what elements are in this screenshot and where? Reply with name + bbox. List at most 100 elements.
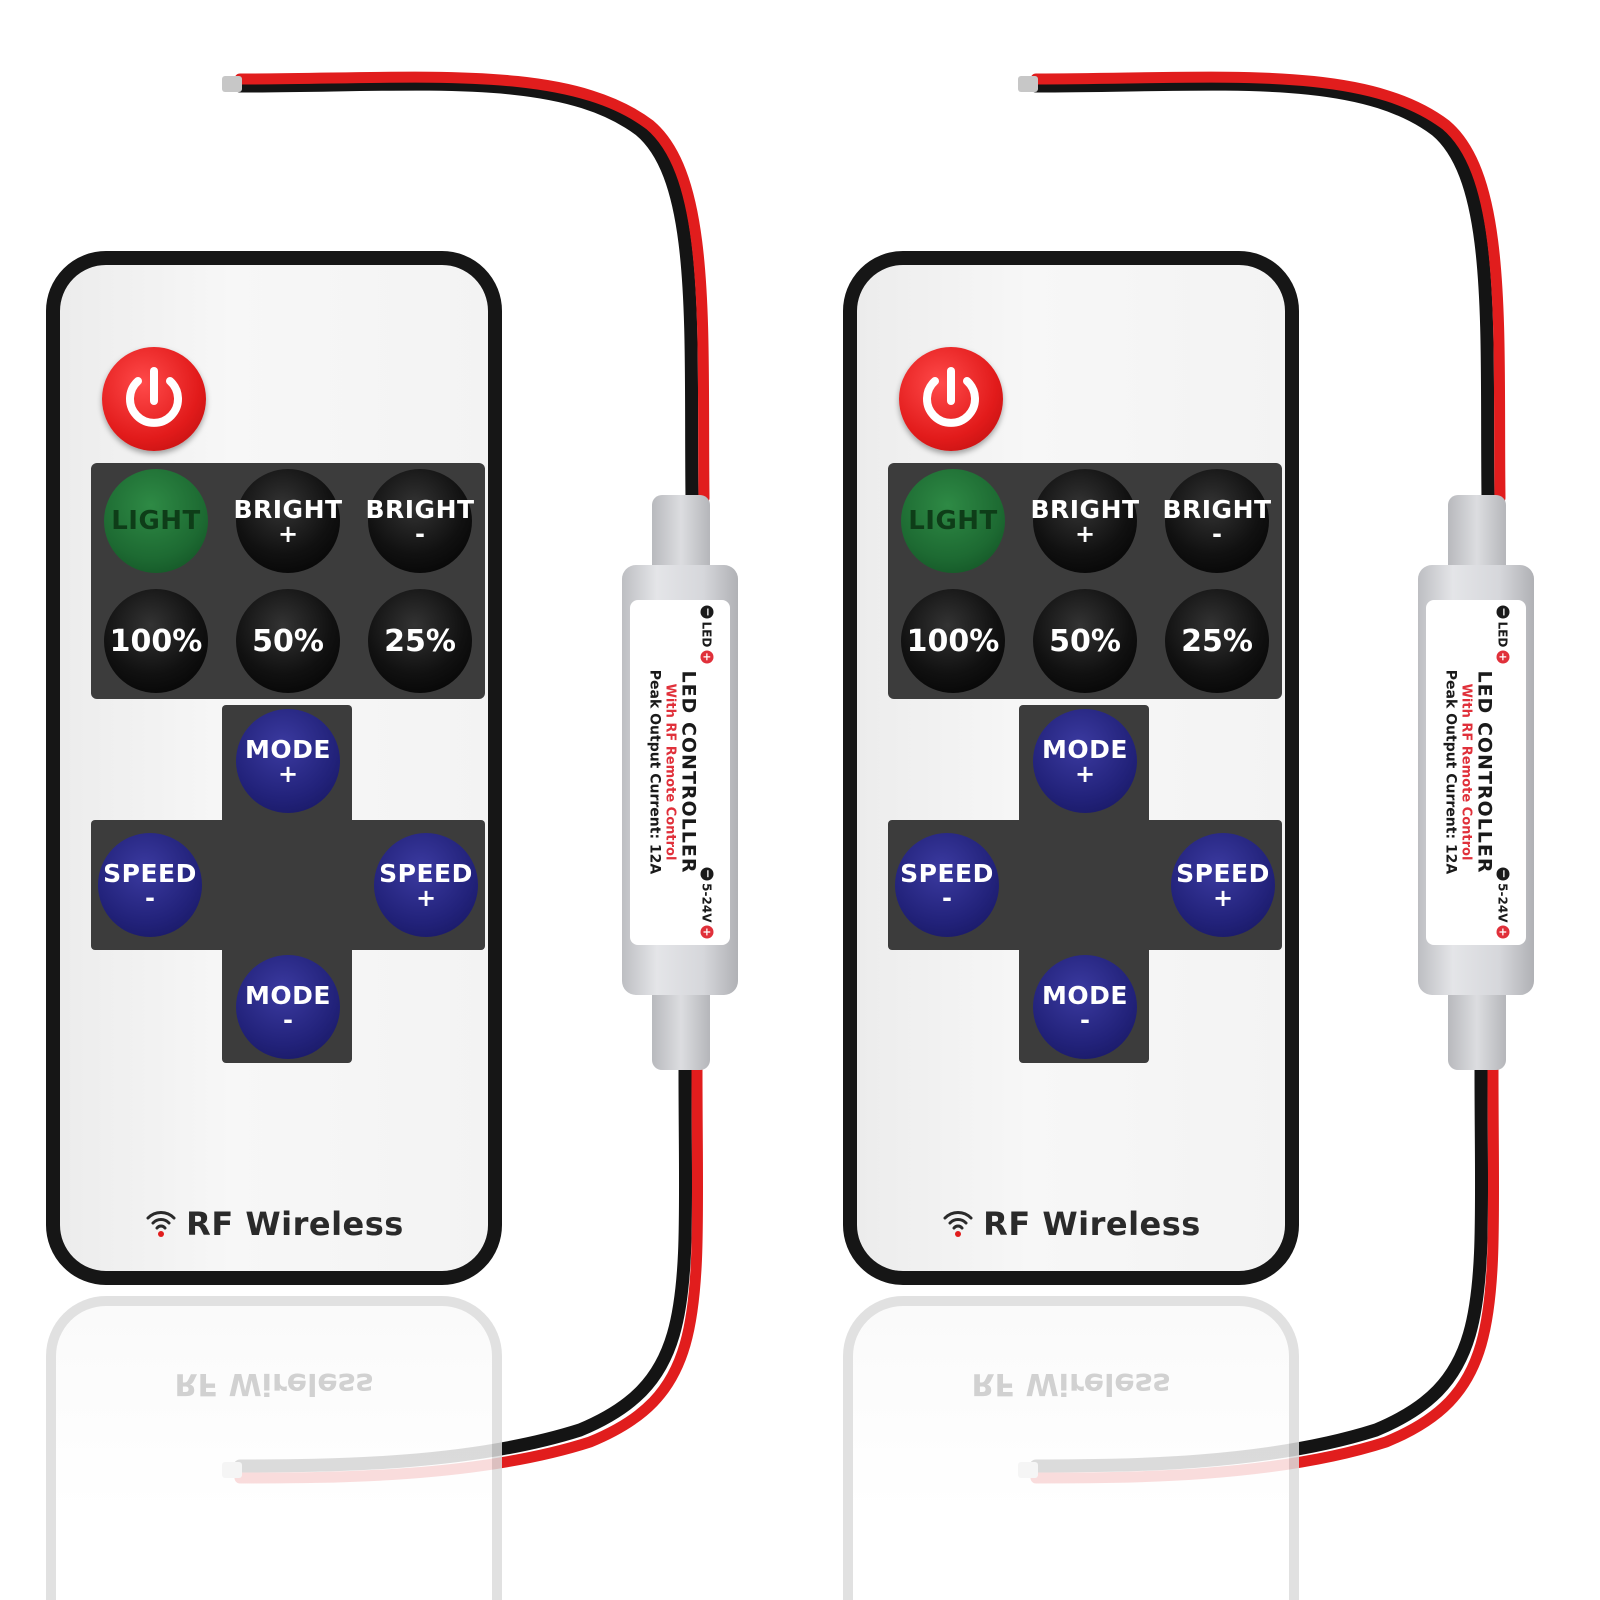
wifi-icon xyxy=(943,1211,973,1237)
output-marking: − LED + xyxy=(700,605,715,664)
power-icon xyxy=(923,367,979,427)
button-label: 100% xyxy=(109,623,203,659)
input-label: 5-24V xyxy=(700,883,714,923)
button-label: BRIGHT xyxy=(365,495,475,524)
brightness-25-button[interactable]: 25% xyxy=(368,589,472,693)
button-label: 100% xyxy=(906,623,1000,659)
light-button[interactable]: LIGHT xyxy=(104,469,208,573)
mode-plus-button[interactable]: MODE + xyxy=(1033,709,1137,813)
speed-plus-button[interactable]: SPEED + xyxy=(374,833,478,937)
button-sign: + xyxy=(277,760,299,788)
button-sign: + xyxy=(1074,760,1096,788)
button-sign: + xyxy=(1074,520,1096,548)
module-cap xyxy=(652,980,710,1070)
mode-plus-button[interactable]: MODE + xyxy=(236,709,340,813)
button-label: BRIGHT xyxy=(233,495,343,524)
wire-top-right xyxy=(1029,71,1506,505)
button-label: MODE xyxy=(245,735,331,764)
button-sign: - xyxy=(942,884,952,912)
button-label: MODE xyxy=(1042,735,1128,764)
mode-minus-button[interactable]: MODE - xyxy=(1033,955,1137,1059)
button-sign: - xyxy=(283,1006,293,1034)
button-label: 50% xyxy=(252,623,324,659)
brightness-25-button[interactable]: 25% xyxy=(1165,589,1269,693)
rf-remote: LIGHT BRIGHT + BRIGHT - 100% 50% 25% MOD… xyxy=(843,251,1299,1285)
button-sign: - xyxy=(1080,1006,1090,1034)
module-label: − LED + − 5-24V + LED CONTROLLER With RF… xyxy=(630,600,730,945)
rf-label: RF Wireless xyxy=(186,1205,404,1243)
plus-icon: + xyxy=(1496,650,1510,664)
input-marking: − 5-24V + xyxy=(700,867,715,939)
brightness-50-button[interactable]: 50% xyxy=(1033,589,1137,693)
reflection-label: RF Wireless xyxy=(174,1366,374,1401)
button-label: 25% xyxy=(1181,623,1253,659)
remote-reflection: RF Wireless xyxy=(46,1296,502,1600)
controller-spec: Peak Output Current: 12A xyxy=(1443,669,1459,875)
rf-wireless-label: RF Wireless xyxy=(60,1205,488,1243)
controller-title: LED CONTROLLER xyxy=(1474,670,1496,874)
plus-icon: + xyxy=(700,650,714,664)
button-label: 50% xyxy=(1049,623,1121,659)
controller-subtitle: With RF Remote Control xyxy=(1459,683,1474,861)
wifi-icon xyxy=(146,1211,176,1237)
minus-icon: − xyxy=(1496,605,1511,619)
button-label: SPEED xyxy=(379,859,473,888)
output-label: LED xyxy=(1496,621,1510,648)
brightness-50-button[interactable]: 50% xyxy=(236,589,340,693)
power-button[interactable] xyxy=(102,347,206,451)
button-label: SPEED xyxy=(1176,859,1270,888)
button-label: LIGHT xyxy=(908,506,998,536)
button-label: MODE xyxy=(245,981,331,1010)
speed-plus-button[interactable]: SPEED + xyxy=(1171,833,1275,937)
button-label: BRIGHT xyxy=(1162,495,1272,524)
button-sign: - xyxy=(415,520,425,548)
rf-label: RF Wireless xyxy=(983,1205,1201,1243)
controller-subtitle: With RF Remote Control xyxy=(663,683,678,861)
input-label: 5-24V xyxy=(1496,883,1510,923)
rf-remote: LIGHT BRIGHT + BRIGHT - 100% 50% 25% MOD… xyxy=(46,251,502,1285)
reflection-label: RF Wireless xyxy=(971,1366,1171,1401)
button-label: BRIGHT xyxy=(1030,495,1140,524)
rf-wireless-label: RF Wireless xyxy=(857,1205,1285,1243)
bright-minus-button[interactable]: BRIGHT - xyxy=(365,469,475,573)
brightness-100-button[interactable]: 100% xyxy=(901,589,1005,693)
button-label: SPEED xyxy=(900,859,994,888)
wire-tip xyxy=(1018,76,1038,92)
minus-icon: − xyxy=(1496,867,1511,881)
button-sign: + xyxy=(1212,884,1234,912)
bright-plus-button[interactable]: BRIGHT + xyxy=(233,469,343,573)
button-label: SPEED xyxy=(103,859,197,888)
button-sign: - xyxy=(1212,520,1222,548)
plus-icon: + xyxy=(1496,925,1510,939)
button-sign: - xyxy=(145,884,155,912)
led-controller-module: − LED + − 5-24V + LED CONTROLLER With RF… xyxy=(622,480,738,1080)
wire-tip xyxy=(222,76,242,92)
brightness-100-button[interactable]: 100% xyxy=(104,589,208,693)
button-label: 25% xyxy=(384,623,456,659)
wire-top-left xyxy=(233,71,710,505)
led-controller-module: − LED + − 5-24V + LED CONTROLLER With RF… xyxy=(1418,480,1534,1080)
button-sign: + xyxy=(415,884,437,912)
power-icon xyxy=(126,367,182,427)
power-button[interactable] xyxy=(899,347,1003,451)
minus-icon: − xyxy=(700,605,715,619)
module-label: − LED + − 5-24V + LED CONTROLLER With RF… xyxy=(1426,600,1526,945)
input-marking: − 5-24V + xyxy=(1496,867,1511,939)
bright-minus-button[interactable]: BRIGHT - xyxy=(1162,469,1272,573)
module-cap xyxy=(1448,980,1506,1070)
minus-icon: − xyxy=(700,867,715,881)
button-sign: + xyxy=(277,520,299,548)
controller-title: LED CONTROLLER xyxy=(678,670,700,874)
speed-minus-button[interactable]: SPEED - xyxy=(98,833,202,937)
button-label: LIGHT xyxy=(111,506,201,536)
plus-icon: + xyxy=(700,925,714,939)
output-label: LED xyxy=(700,621,714,648)
light-button[interactable]: LIGHT xyxy=(901,469,1005,573)
speed-minus-button[interactable]: SPEED - xyxy=(895,833,999,937)
controller-spec: Peak Output Current: 12A xyxy=(647,669,663,875)
button-label: MODE xyxy=(1042,981,1128,1010)
bright-plus-button[interactable]: BRIGHT + xyxy=(1030,469,1140,573)
output-marking: − LED + xyxy=(1496,605,1511,664)
mode-minus-button[interactable]: MODE - xyxy=(236,955,340,1059)
remote-reflection: RF Wireless xyxy=(843,1296,1299,1600)
